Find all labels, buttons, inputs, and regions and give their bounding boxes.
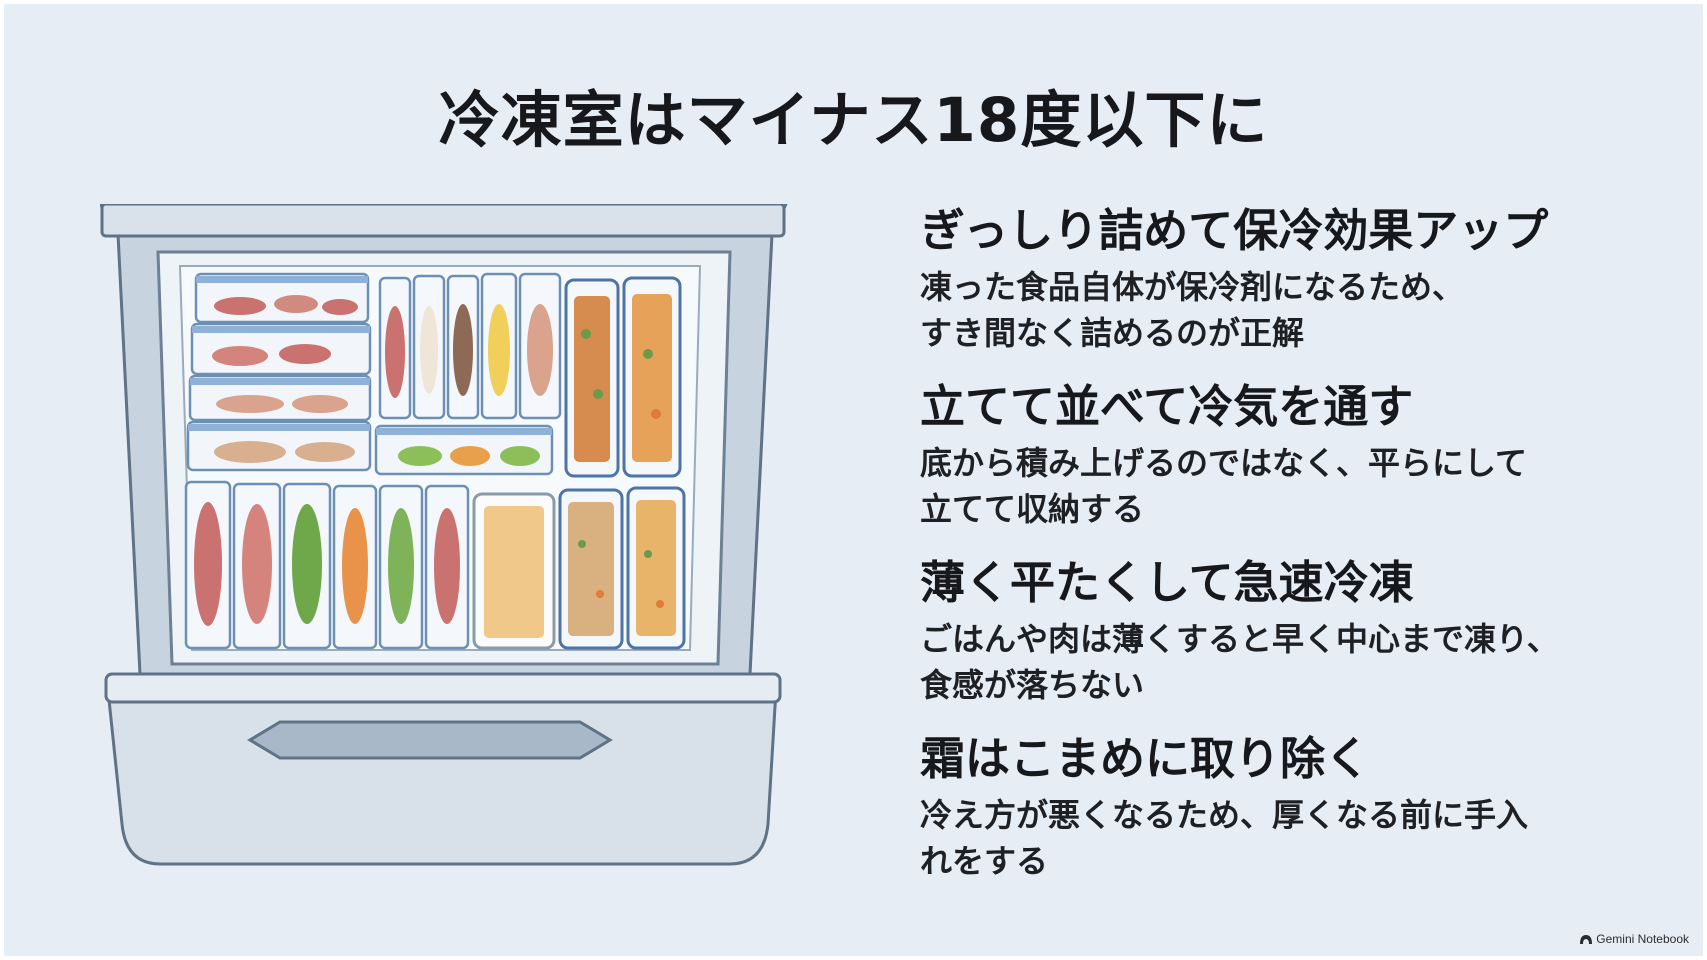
tip-heading: 薄く平たくして急速冷凍 [920, 556, 1414, 609]
tip-body-line: 冷え方が悪くなるため、厚くなる前に手入 [920, 796, 1529, 834]
tip-body-line: 凍った食品自体が保冷剤になるため、 [920, 268, 1465, 306]
tip-body: 底から積み上げるのではなく、平らにして立てて収納する [920, 440, 1680, 532]
tip-body-line: 立てて収納する [920, 490, 1145, 528]
tip-item: ぎっしり詰めて保冷効果アップ 凍った食品自体が保冷剤になるため、すき間なく詰める… [920, 204, 1680, 356]
tip-body-line: れをする [920, 842, 1049, 880]
freezer-drawer-illustration [100, 204, 788, 866]
tip-item: 霜はこまめに取り除く 冷え方が悪くなるため、厚くなる前に手入れをする [920, 732, 1680, 884]
tip-heading: ぎっしり詰めて保冷効果アップ [920, 204, 1549, 257]
drawer-front [104, 672, 782, 866]
vertical-bags-top [378, 272, 562, 420]
tip-body-line: 底から積み上げるのではなく、平らにして [920, 444, 1528, 482]
tip-heading: 立てて並べて冷気を通す [920, 380, 1414, 433]
vertical-bags-bottom [184, 480, 686, 650]
food-bag-stack [186, 272, 372, 472]
slide-title: 冷凍室はマイナス18度以下に [438, 85, 1269, 156]
tip-body: 冷え方が悪くなるため、厚くなる前に手入れをする [920, 792, 1680, 884]
tip-body-line: 食感が落ちない [920, 666, 1145, 704]
tip-body: 凍った食品自体が保冷剤になるため、すき間なく詰めるのが正解 [920, 264, 1680, 356]
tip-item: 薄く平たくして急速冷凍 ごはんや肉は薄くすると早く中心まで凍り、食感が落ちない [920, 556, 1680, 708]
tip-item: 立てて並べて冷気を通す 底から積み上げるのではなく、平らにして立てて収納する [920, 380, 1680, 532]
tip-body-line: すき間なく詰めるのが正解 [920, 314, 1305, 352]
tip-body-line: ごはんや肉は薄くすると早く中心まで凍り、 [920, 620, 1559, 658]
slide: 冷凍室はマイナス18度以下に [4, 4, 1703, 956]
veggie-bag [374, 424, 554, 476]
brand-label: Gemini Notebook [1580, 932, 1689, 946]
storage-containers-top [564, 276, 682, 478]
tip-body: ごはんや肉は薄くすると早く中心まで凍り、食感が落ちない [920, 616, 1680, 708]
tip-heading: 霜はこまめに取り除く [920, 732, 1371, 785]
notebook-logo-icon [1580, 934, 1593, 944]
tips-list: ぎっしり詰めて保冷効果アップ 凍った食品自体が保冷剤になるため、すき間なく詰める… [920, 204, 1680, 908]
brand-text: Gemini Notebook [1596, 932, 1689, 946]
